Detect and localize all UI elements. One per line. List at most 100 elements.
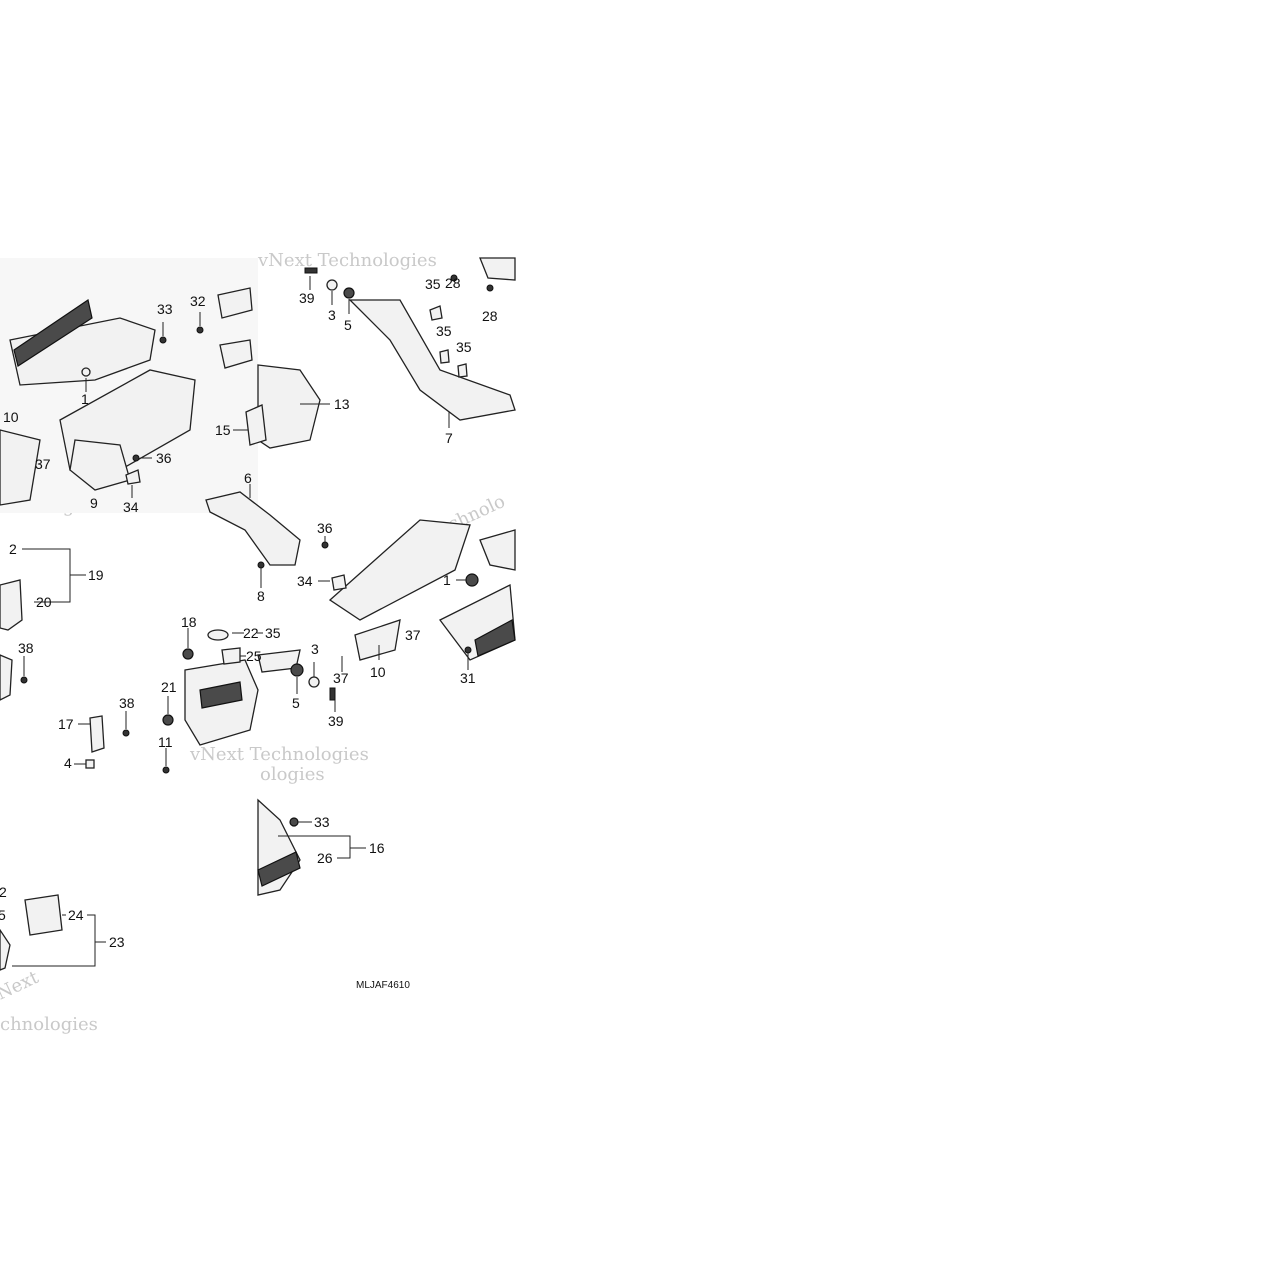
clip-33b: [289, 817, 299, 827]
emblem-plate: [13, 299, 93, 367]
callout-7: 7: [445, 430, 453, 446]
callout-32: 32: [190, 293, 206, 309]
top-right-corner: [479, 529, 516, 571]
side-cover: [0, 429, 41, 506]
clip-34: [125, 469, 141, 485]
callout-35c: 35: [456, 339, 472, 355]
callout-35a: 35: [425, 276, 441, 292]
callout-11: 11: [158, 734, 173, 750]
watermark-8: chnologies: [0, 1014, 98, 1035]
callout-26: 26: [317, 850, 333, 866]
callout-37: 37: [35, 456, 51, 472]
callout-34: 34: [123, 499, 139, 515]
callout-37m2: 37: [333, 670, 349, 686]
callout-21: 21: [161, 679, 177, 695]
screw-28a: [450, 274, 458, 282]
bolt-38a: [20, 676, 28, 684]
bolt-8: [257, 561, 265, 569]
callout-10: 10: [3, 409, 19, 425]
callout-1: 1: [81, 391, 89, 407]
grommet-22: [207, 629, 229, 641]
callout-8: 8: [257, 588, 265, 604]
panel-top-right: 39 3 5 35 28 28 35 35 7 13 15: [215, 257, 516, 449]
callout-17: 17: [58, 716, 74, 732]
clip-34m: [331, 574, 347, 591]
plate-24: [24, 894, 63, 936]
callout-13: 13: [334, 396, 350, 412]
screw-36m: [321, 541, 329, 549]
bracket-small: [219, 339, 253, 369]
clip-35b: [439, 349, 450, 364]
callout-23: 23: [109, 934, 125, 950]
clip-31: [464, 646, 472, 654]
drawing-code: MLJAF4610: [356, 980, 410, 991]
callout-24: 24: [68, 907, 84, 923]
washer-3m: [308, 676, 320, 688]
side-edge-23: [0, 928, 11, 971]
bolt-38b: [122, 729, 130, 737]
callout-28b: 28: [482, 308, 498, 324]
callout-5: 5: [344, 317, 352, 333]
grommet-1: [81, 367, 91, 377]
panel-middle-center: 6 8 18 22 35 25 21 11 36 34 1 37 3 37 10…: [158, 470, 516, 774]
callout-33b: 33: [314, 814, 330, 830]
callout-39: 39: [299, 290, 315, 306]
bolt-39m: [329, 687, 336, 701]
side-part-lower: [0, 654, 13, 701]
panel-bottom: 33 16 26 2 5 24 23: [0, 798, 385, 971]
screw-36: [132, 454, 140, 462]
wind-deflector: [257, 364, 321, 449]
callout-2b: 2: [0, 884, 7, 900]
stay-17: [89, 715, 105, 753]
callout-15: 15: [215, 422, 231, 438]
callout-6: 6: [244, 470, 252, 486]
callout-34m: 34: [297, 573, 313, 589]
emblem-right: [474, 619, 516, 657]
callout-36: 36: [156, 450, 172, 466]
callout-16: 16: [369, 840, 385, 856]
grommet-21s: [162, 714, 174, 726]
callout-9: 9: [90, 495, 98, 511]
callout-10m: 10: [370, 664, 386, 680]
callout-3m: 3: [311, 641, 319, 657]
callout-31: 31: [460, 670, 476, 686]
cover-10: [354, 619, 401, 661]
lower-panel: [69, 439, 131, 491]
clip-35c: [457, 363, 468, 378]
screw-28b: [486, 284, 494, 292]
lower-fairing-right: [328, 519, 471, 621]
emblem-26: [257, 851, 301, 887]
clip-32: [196, 326, 204, 334]
callout-35m: 35: [265, 625, 281, 641]
callout-19: 19: [88, 567, 104, 583]
callout-20: 20: [36, 594, 52, 610]
callout-38a: 38: [18, 640, 34, 656]
callout-38b: 38: [119, 695, 135, 711]
watermark-5: vNext Technologies: [189, 744, 369, 765]
bracket-plate: [217, 287, 253, 319]
top-corner-part: [479, 257, 516, 281]
front-lower-fairing: [348, 299, 516, 421]
panel-middle-left: 2 19 20 38 17 38 4: [0, 541, 135, 771]
clip-35a: [429, 305, 443, 321]
clip-33: [159, 336, 167, 344]
panel-top-left: 33 32 1 10 37 36 9 34: [0, 258, 258, 515]
callout-39m: 39: [328, 713, 344, 729]
bracket-25: [221, 647, 241, 665]
grommet-5m: [290, 663, 304, 677]
grille-21: [199, 681, 243, 709]
callout-36m: 36: [317, 520, 333, 536]
callout-5m: 5: [292, 695, 300, 711]
nut-4: [85, 759, 95, 769]
duct-6: [205, 491, 301, 566]
bolt-11: [162, 766, 170, 774]
callout-5b: 5: [0, 907, 6, 923]
washer-3: [326, 279, 338, 291]
callout-25: 25: [246, 648, 262, 664]
bracket-15: [245, 404, 267, 446]
watermark-1: vNext Technologies: [257, 250, 437, 271]
callout-2: 2: [9, 541, 17, 557]
watermark-6: ologies: [260, 764, 325, 785]
callout-33: 33: [157, 301, 173, 317]
